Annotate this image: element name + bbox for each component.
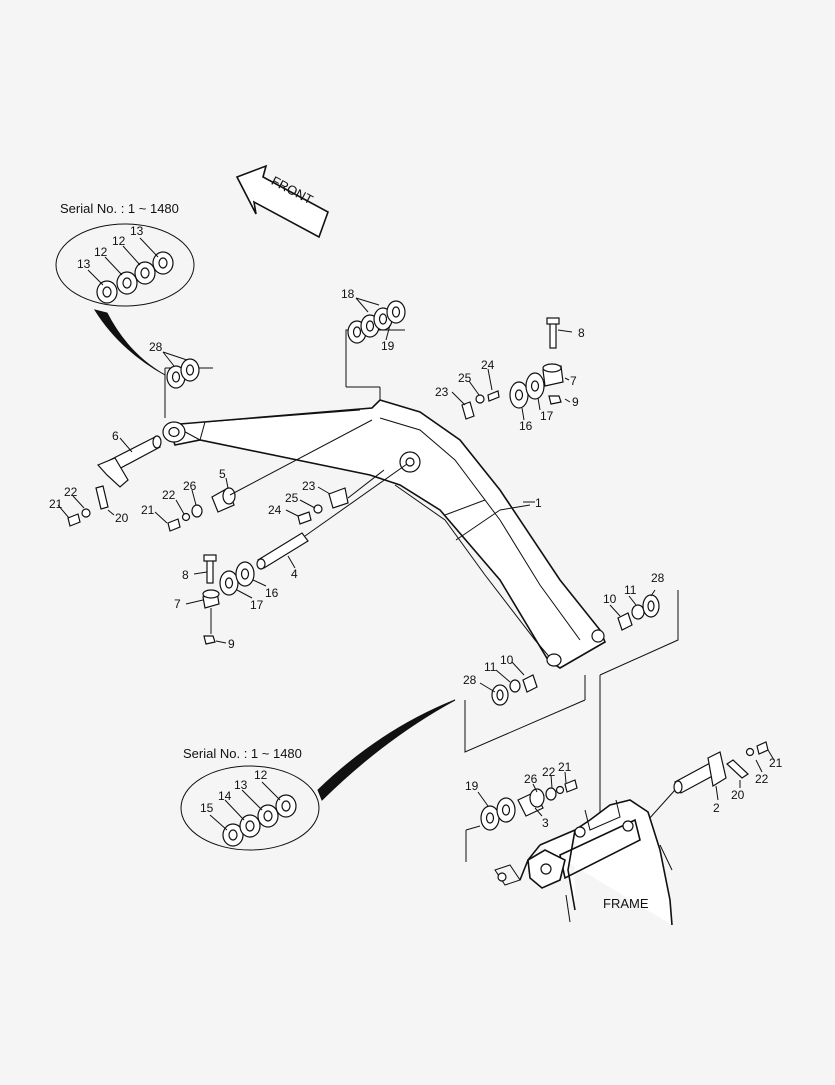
front-direction-arrow: FRONT — [235, 164, 329, 239]
callout-8: 8 — [182, 568, 189, 582]
pin-set-6: 6 22 21 20 — [49, 429, 162, 527]
callout-23: 23 — [435, 385, 449, 399]
serial-note-top: Serial No. : 1 ~ 1480 — [60, 201, 179, 216]
pin-set-2: 2 20 22 21 — [629, 741, 783, 841]
pin-set-5: 5 22 26 21 — [141, 419, 373, 532]
callout-10: 10 — [603, 592, 617, 606]
callout-6: 6 — [112, 429, 119, 443]
serial-bubble-bottom: Serial No. : 1 ~ 1480 15 14 13 12 — [180, 699, 456, 851]
callout-7: 7 — [570, 374, 577, 388]
pin-set-lower-left: 8 7 9 17 16 — [174, 554, 279, 651]
callout-28: 28 — [463, 673, 477, 687]
washer-28-upper: 28 — [149, 340, 213, 418]
callout-22: 22 — [755, 772, 769, 786]
callout-2: 2 — [713, 801, 720, 815]
washers-18-19: 18 19 — [341, 287, 406, 400]
callout-25: 25 — [285, 491, 299, 505]
callout-18: 18 — [341, 287, 355, 301]
callout-10: 10 — [500, 653, 514, 667]
callout-11: 11 — [484, 660, 497, 674]
washers-10-11-28-lower: 28 11 10 — [463, 653, 601, 820]
callout-4: 4 — [291, 567, 298, 581]
callout-22: 22 — [162, 488, 176, 502]
callout-9: 9 — [572, 395, 579, 409]
callout-22: 22 — [64, 485, 78, 499]
callout-24: 24 — [268, 503, 282, 517]
callout-13: 13 — [77, 257, 91, 271]
frame: FRAME — [494, 799, 673, 926]
callout-26: 26 — [183, 479, 197, 493]
callout-21: 21 — [769, 756, 783, 770]
callout-1: 1 — [535, 496, 542, 510]
serial-bubble-top: Serial No. : 1 ~ 1480 13 12 12 13 — [55, 201, 195, 376]
callout-16: 16 — [519, 419, 533, 433]
callout-9: 9 — [228, 637, 235, 651]
callout-12: 12 — [112, 234, 126, 248]
callout-15: 15 — [200, 801, 214, 815]
callout-7: 7 — [174, 597, 181, 611]
callout-17: 17 — [540, 409, 554, 423]
serial-note-bottom: Serial No. : 1 ~ 1480 — [183, 746, 302, 761]
callout-17: 17 — [250, 598, 264, 612]
callout-20: 20 — [731, 788, 745, 802]
callout-19: 19 — [381, 339, 395, 353]
callout-19: 19 — [465, 779, 479, 793]
callout-12: 12 — [94, 245, 108, 259]
callout-12: 12 — [254, 768, 268, 782]
callout-26: 26 — [524, 772, 538, 786]
callout-11: 11 — [624, 583, 637, 597]
callout-21: 21 — [558, 760, 572, 774]
callout-28: 28 — [651, 571, 665, 585]
boom-part-1: 1 — [162, 399, 607, 669]
callout-21: 21 — [49, 497, 63, 511]
pin-set-3: 19 26 22 21 3 — [465, 760, 578, 862]
callout-25: 25 — [458, 371, 472, 385]
bolt-set-upper: 23 25 24 — [435, 358, 500, 420]
callout-5: 5 — [219, 467, 226, 481]
pin-4: 4 — [256, 463, 408, 581]
callout-8: 8 — [578, 326, 585, 340]
callout-28: 28 — [149, 340, 163, 354]
callout-21: 21 — [141, 503, 155, 517]
callout-14: 14 — [218, 789, 232, 803]
frame-label: FRAME — [603, 896, 649, 911]
callout-16: 16 — [265, 586, 279, 600]
callout-13: 13 — [234, 778, 248, 792]
callout-13: 13 — [130, 224, 144, 238]
callout-20: 20 — [115, 511, 129, 525]
washers-16-17-upper: 16 17 — [509, 372, 554, 433]
callout-3: 3 — [542, 816, 549, 830]
washers-10-11-28-right: 10 11 28 — [599, 571, 679, 676]
callout-24: 24 — [481, 358, 495, 372]
bolt-set-middle: 23 25 24 — [268, 469, 385, 525]
pin-set-upper-right: 8 7 9 — [542, 317, 585, 409]
callout-23: 23 — [302, 479, 316, 493]
callout-22: 22 — [542, 765, 556, 779]
